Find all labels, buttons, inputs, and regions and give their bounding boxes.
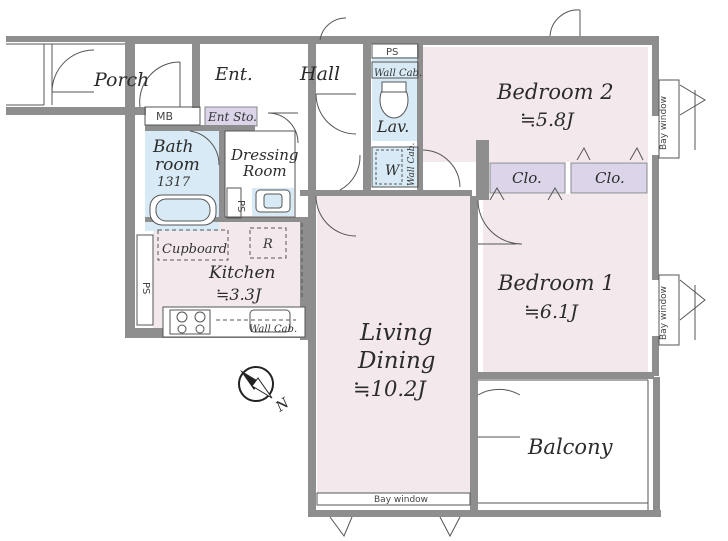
bay-window-bottom-label: Bay window bbox=[374, 495, 428, 505]
detail-lines bbox=[6, 9, 706, 538]
entrance-label: Ent. bbox=[214, 64, 253, 85]
bay-window-right-top-label: Bay window bbox=[659, 96, 669, 150]
toilet-label: W bbox=[385, 163, 401, 179]
ps-dressing-label: PS bbox=[235, 200, 246, 212]
mb-label: MB bbox=[156, 110, 173, 123]
bedroom-1-label: Bedroom 1 bbox=[497, 271, 615, 295]
kitchen-label: Kitchen bbox=[208, 263, 275, 283]
bedroom-1-size-label: ≒6.1J bbox=[524, 301, 579, 323]
hall-label: Hall bbox=[299, 63, 340, 85]
porch-label: Porch bbox=[93, 69, 149, 91]
dressing-label-1: Dressing bbox=[230, 146, 299, 164]
cupboard-label: Cupboard bbox=[162, 242, 227, 257]
lavatory-label: Lav. bbox=[376, 117, 409, 136]
living-dining-floor bbox=[317, 195, 470, 493]
wall-cab-kitchen-label: Wall Cab. bbox=[249, 324, 297, 335]
bedroom-2-floor bbox=[421, 47, 648, 162]
wall-cab-toilet-label: Wall Cab. bbox=[407, 143, 417, 186]
bedroom-2-label: Bedroom 2 bbox=[496, 80, 614, 104]
refrigerator-label: R bbox=[262, 237, 273, 252]
balcony-label: Balcony bbox=[527, 435, 614, 459]
living-size-label: ≒10.2J bbox=[353, 377, 427, 401]
ps-kitchen-label: PS bbox=[140, 282, 151, 294]
bay-window-right-mid-label: Bay window bbox=[659, 286, 669, 340]
closet-left-label: Clo. bbox=[512, 169, 542, 187]
ent-storage-label: Ent Sto. bbox=[207, 110, 257, 124]
wall-cab-top-label: Wall Cab. bbox=[374, 68, 422, 79]
closet-left bbox=[489, 162, 566, 194]
closet-right bbox=[570, 162, 648, 194]
living-label-2: Dining bbox=[357, 348, 436, 374]
compass-north-label: N bbox=[272, 395, 293, 416]
bedroom-2-size-label: ≒5.8J bbox=[520, 109, 575, 131]
north-compass bbox=[238, 366, 274, 402]
bedroom-1-floor bbox=[483, 194, 648, 372]
dressing-label-2: Room bbox=[242, 162, 287, 180]
ps-top-label: PS bbox=[386, 47, 398, 58]
living-label-1: Living bbox=[359, 320, 433, 346]
bath-label-2: room bbox=[155, 155, 200, 175]
closet-right-label: Clo. bbox=[595, 169, 625, 187]
bath-size-label: 1317 bbox=[157, 175, 191, 190]
kitchen-size-label: ≒3.3J bbox=[216, 285, 263, 304]
bath-label-1: Bath bbox=[152, 137, 193, 157]
toilet-floor bbox=[372, 147, 420, 187]
